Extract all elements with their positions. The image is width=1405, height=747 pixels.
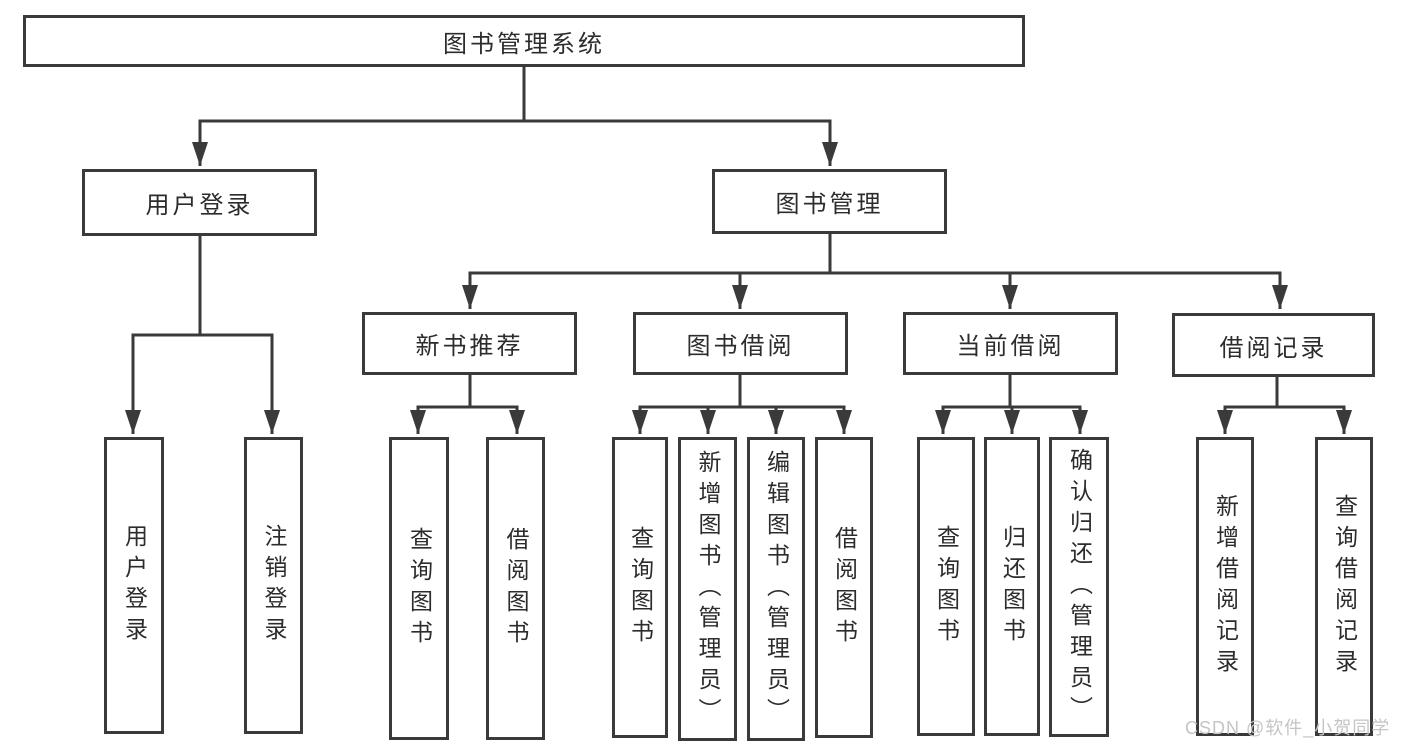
node-leaf-add-book-admin: 新增图书（管理员）	[678, 437, 737, 741]
node-book-borrowing: 图书借阅	[633, 312, 848, 375]
node-leaf-query-book-2: 查询图书	[612, 437, 668, 738]
node-leaf-query-book-1: 查询图书	[389, 437, 449, 740]
node-new-book-recommend: 新书推荐	[362, 312, 577, 375]
node-library-system: 图书管理系统	[23, 15, 1025, 67]
node-user-login-group: 用户登录	[82, 169, 317, 236]
node-leaf-confirm-return-admin: 确认归还（管理员）	[1049, 437, 1109, 737]
node-leaf-borrow-book-1: 借阅图书	[486, 437, 545, 740]
node-leaf-add-borrow-record: 新增借阅记录	[1196, 437, 1254, 736]
node-leaf-return-book: 归还图书	[984, 437, 1040, 736]
node-leaf-edit-book-admin: 编辑图书（管理员）	[747, 437, 805, 741]
node-leaf-user-login: 用户登录	[104, 437, 164, 734]
node-leaf-query-book-3: 查询图书	[917, 437, 975, 736]
node-current-borrowing: 当前借阅	[903, 312, 1118, 375]
node-book-management-group: 图书管理	[712, 169, 947, 234]
node-borrowing-records: 借阅记录	[1172, 313, 1375, 377]
node-leaf-borrow-book-2: 借阅图书	[815, 437, 873, 738]
node-leaf-query-borrow-record: 查询借阅记录	[1315, 437, 1373, 736]
watermark: CSDN @软件_小贺同学	[1185, 718, 1391, 738]
node-leaf-logout: 注销登录	[244, 437, 303, 734]
